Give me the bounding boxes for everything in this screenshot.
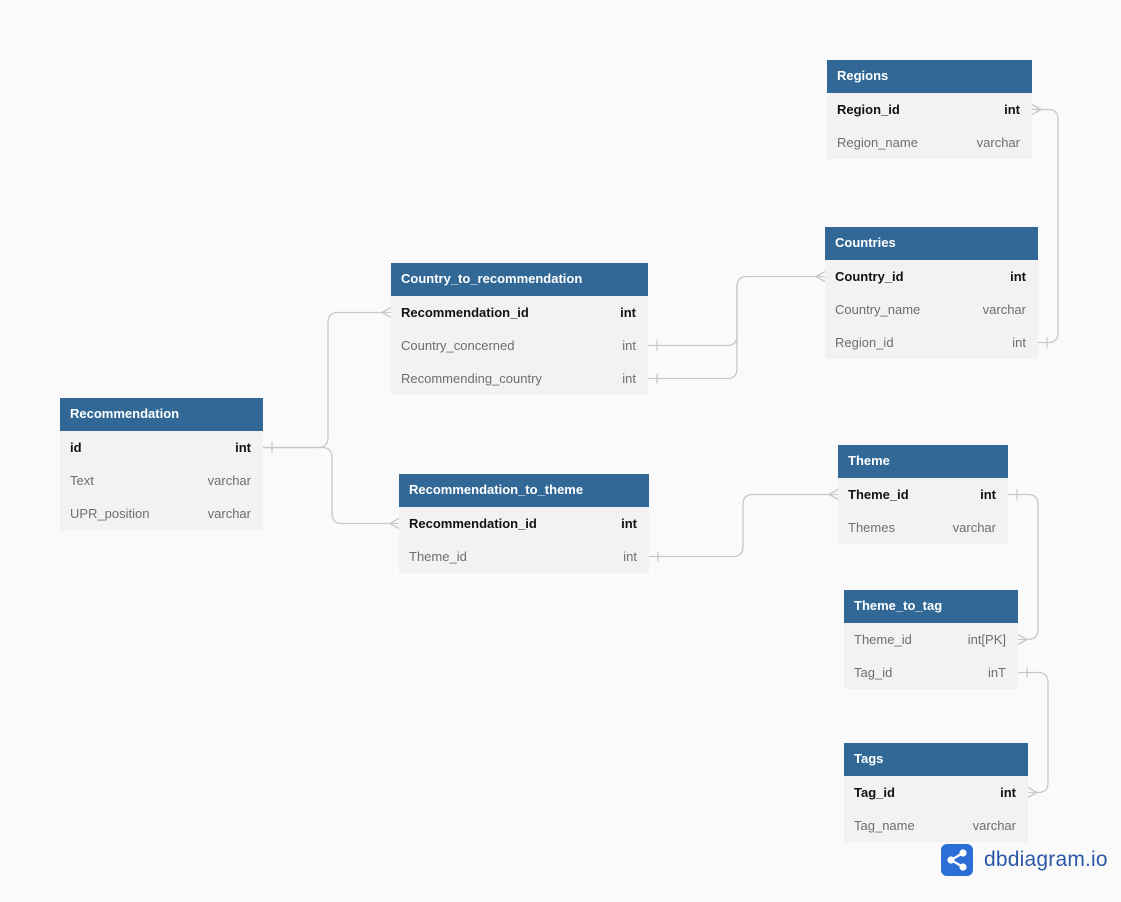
field-type: int — [622, 338, 636, 353]
rel-countries-regions — [1032, 108, 1059, 344]
field-type: varchar — [207, 473, 251, 488]
field-name: Region_name — [837, 135, 918, 150]
field-row[interactable]: Tag_id inT — [844, 656, 1018, 689]
field-name: Recommending_country — [401, 371, 542, 386]
many-marker — [381, 306, 392, 319]
field-type: varchar — [952, 520, 996, 535]
field-type: int — [1000, 785, 1016, 800]
field-row[interactable]: Country_name varchar — [825, 293, 1038, 326]
field-type: int — [235, 440, 251, 455]
field-name: Themes — [848, 520, 895, 535]
field-type: varchar — [982, 302, 1026, 317]
field-name: Country_name — [835, 302, 921, 317]
field-row[interactable]: Theme_id int — [399, 540, 649, 573]
field-row[interactable]: Country_id int — [825, 260, 1038, 293]
field-type: int — [620, 305, 636, 320]
field-row[interactable]: Region_id int — [825, 326, 1038, 359]
rel-recommending-country-countries — [648, 286, 738, 380]
field-row[interactable]: Tag_name varchar — [844, 809, 1028, 842]
field-row[interactable]: Text varchar — [60, 464, 263, 497]
table-header[interactable]: Theme_to_tag — [844, 590, 1018, 623]
table-header[interactable]: Tags — [844, 743, 1028, 776]
table-header[interactable]: Recommendation_to_theme — [399, 474, 649, 507]
field-name: Region_id — [835, 335, 894, 350]
rel-recommendation-to-theme-theme — [649, 493, 838, 558]
table-header[interactable]: Theme — [838, 445, 1008, 478]
rel-theme-to-tag-tags — [1018, 671, 1049, 794]
field-row[interactable]: Theme_id int[PK] — [844, 623, 1018, 656]
brand-watermark[interactable]: dbdiagram.io — [941, 843, 1108, 876]
many-marker — [815, 270, 826, 283]
share-nodes-icon — [941, 843, 973, 876]
field-name: Recommendation_id — [401, 305, 529, 320]
field-name: Tag_id — [854, 665, 893, 680]
field-type: int — [980, 487, 996, 502]
field-row[interactable]: Themes varchar — [838, 511, 1008, 544]
table-header[interactable]: Country_to_recommendation — [391, 263, 648, 296]
rel-theme-to-tag-theme — [1008, 493, 1039, 641]
field-row[interactable]: Theme_id int — [838, 478, 1008, 511]
field-name: Country_concerned — [401, 338, 515, 353]
field-type: int — [622, 371, 636, 386]
field-name: Text — [70, 473, 94, 488]
field-row[interactable]: Region_id int — [827, 93, 1032, 126]
field-type: varchar — [207, 506, 251, 521]
field-name: Theme_id — [409, 549, 467, 564]
field-row[interactable]: Region_name varchar — [827, 126, 1032, 159]
table-header[interactable]: Regions — [827, 60, 1032, 93]
table-header[interactable]: Recommendation — [60, 398, 263, 431]
field-type: varchar — [972, 818, 1016, 833]
many-marker — [828, 488, 839, 501]
field-name: Recommendation_id — [409, 516, 537, 531]
many-marker — [389, 517, 400, 530]
field-type: inT — [987, 665, 1006, 680]
field-name: Country_id — [835, 269, 904, 284]
many-marker — [1031, 103, 1042, 116]
field-name: Region_id — [837, 102, 900, 117]
field-type: int — [623, 549, 637, 564]
field-name: Tag_id — [854, 785, 895, 800]
rel-recommendation-recommendation-to-theme — [263, 446, 399, 525]
field-name: Theme_id — [848, 487, 909, 502]
field-type: int[PK] — [967, 632, 1006, 647]
many-marker — [1017, 633, 1028, 646]
field-name: UPR_position — [70, 506, 150, 521]
field-type: int — [1012, 335, 1026, 350]
brand-name: dbdiagram.io — [984, 847, 1108, 871]
field-row[interactable]: UPR_position varchar — [60, 497, 263, 530]
field-type: int — [1004, 102, 1020, 117]
field-row[interactable]: Recommendation_id int — [399, 507, 649, 540]
field-name: id — [70, 440, 82, 455]
field-row[interactable]: Recommending_country int — [391, 362, 648, 395]
rel-recommendation-country-to-recommendation — [263, 311, 391, 449]
field-row[interactable]: id int — [60, 431, 263, 464]
field-name: Theme_id — [854, 632, 912, 647]
field-row[interactable]: Country_concerned int — [391, 329, 648, 362]
field-name: Tag_name — [854, 818, 915, 833]
field-type: int — [1010, 269, 1026, 284]
field-type: int — [621, 516, 637, 531]
field-type: varchar — [976, 135, 1020, 150]
table-header[interactable]: Countries — [825, 227, 1038, 260]
many-marker — [1027, 786, 1038, 799]
field-row[interactable]: Recommendation_id int — [391, 296, 648, 329]
field-row[interactable]: Tag_id int — [844, 776, 1028, 809]
